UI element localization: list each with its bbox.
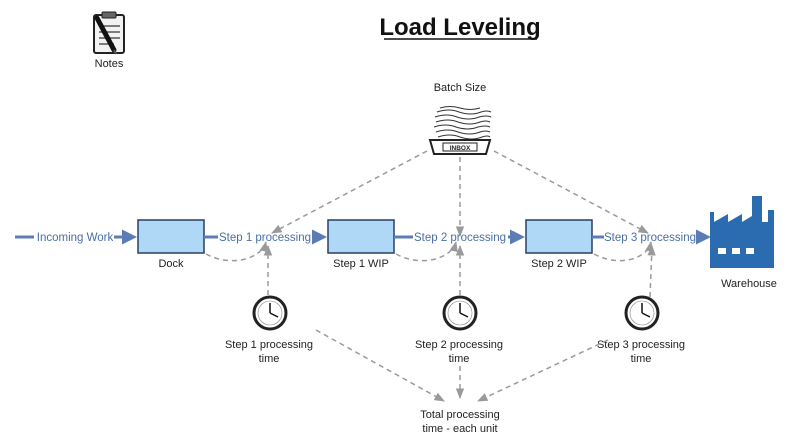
total-links [315, 329, 609, 402]
incoming-flow[interactable]: Incoming Work [15, 229, 137, 245]
stock-dock[interactable]: Dock [137, 219, 205, 270]
total-processing[interactable]: Total processing time - each unit [420, 409, 500, 435]
timer-step2[interactable]: Step 2 processing time [415, 295, 503, 365]
notes-icon [93, 11, 125, 55]
flow-step3-label: Step 3 processing [604, 232, 696, 244]
notes-label: Notes [95, 58, 124, 70]
warehouse[interactable]: Warehouse [710, 196, 777, 290]
timer-step3-label-line1: Step 3 processing [597, 339, 685, 351]
flow-step2-label: Step 2 processing [414, 232, 506, 244]
stock-step2-wip-label: Step 2 WIP [531, 258, 587, 270]
stock-dock-label: Dock [158, 258, 184, 270]
timer-step2-label-line1: Step 2 processing [415, 339, 503, 351]
notes-item[interactable]: Notes [93, 11, 125, 70]
clock-icon [624, 295, 660, 331]
flow-step3[interactable]: Step 3 processing [592, 229, 711, 245]
timer-step2-label-line2: time [449, 353, 470, 365]
stock-step1-wip[interactable]: Step 1 WIP [327, 219, 395, 270]
stock-step1-wip-label: Step 1 WIP [333, 258, 389, 270]
stock-step2-wip[interactable]: Step 2 WIP [525, 219, 593, 270]
flow-step2[interactable]: Step 2 processing [394, 229, 525, 245]
page-title: Load Leveling [379, 14, 540, 41]
timer-step1-label-line1: Step 1 processing [225, 339, 313, 351]
total-label-line2: time - each unit [422, 423, 497, 435]
inbox-tray-text: INBOX [450, 145, 471, 152]
clock-icon [442, 295, 478, 331]
incoming-flow-label: Incoming Work [37, 232, 114, 244]
clock-icon [252, 295, 288, 331]
batch-size-label: Batch Size [434, 82, 487, 94]
timer-step1-label-line2: time [259, 353, 280, 365]
timer-links [263, 244, 656, 298]
warehouse-label: Warehouse [721, 278, 777, 290]
timer-step1[interactable]: Step 1 processing time [225, 295, 313, 365]
title-group: Load Leveling [379, 14, 540, 41]
inbox-tray-icon[interactable]: INBOX [428, 106, 492, 155]
flow-step1-label: Step 1 processing [219, 232, 311, 244]
batch-links [271, 150, 649, 238]
total-label-line1: Total processing [420, 409, 500, 421]
timer-step3-label-line2: time [631, 353, 652, 365]
timer-step3[interactable]: Step 3 processing time [597, 295, 685, 365]
flow-step1[interactable]: Step 1 processing [204, 229, 327, 245]
factory-icon [710, 196, 774, 268]
